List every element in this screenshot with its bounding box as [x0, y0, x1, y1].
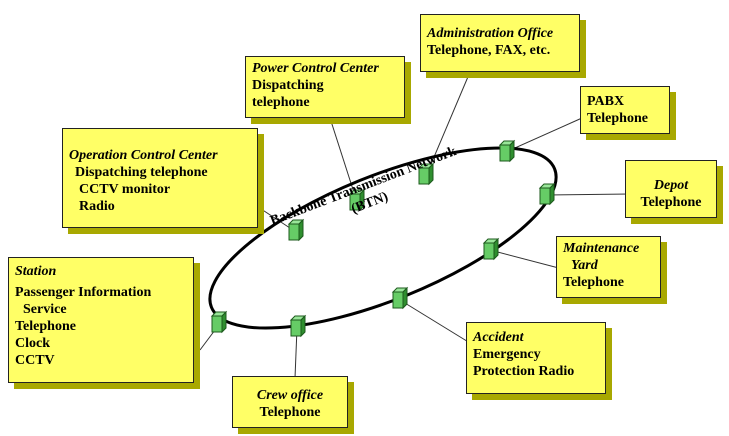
ring-nodes — [210, 139, 556, 338]
box-line: Telephone — [640, 195, 702, 210]
box-title: Power Control Center — [252, 61, 379, 76]
node-occ — [287, 218, 305, 242]
connector-pabx — [505, 117, 583, 153]
box-pabx: PABX Telephone — [580, 86, 670, 134]
box-maintenance-yard: Maintenance Yard Telephone — [556, 236, 661, 298]
box-line: Passenger Information — [15, 285, 152, 300]
box-administration-office: Administration Office Telephone, FAX, et… — [420, 14, 580, 72]
node-pabx — [498, 139, 516, 163]
box-line: Dispatching — [252, 78, 324, 93]
box-line: Emergency — [473, 347, 541, 362]
box-line: Telephone — [259, 405, 321, 420]
box-title: Station — [15, 264, 57, 279]
box-line: Telephone, FAX, etc. — [427, 43, 551, 58]
box-line: Telephone — [15, 319, 76, 334]
node-power — [348, 188, 366, 212]
box-subtitle: Yard — [571, 258, 598, 273]
box-line: Dispatching telephone — [75, 165, 208, 180]
box-crew-office: Crew office Telephone — [232, 376, 348, 428]
box-station: Station Passenger Information Service Te… — [8, 257, 194, 383]
connector-admin — [425, 71, 471, 177]
node-station — [210, 310, 228, 334]
box-title: Administration Office — [427, 26, 554, 41]
box-power-control-center: Power Control Center Dispatching telepho… — [245, 56, 405, 118]
connector-power — [329, 117, 358, 203]
box-line: Telephone — [563, 275, 624, 290]
box-operation-control-center: Operation Control Center Dispatching tel… — [62, 128, 258, 228]
box-line: CCTV — [15, 353, 55, 368]
node-depot — [538, 182, 556, 206]
box-title: Crew office — [256, 388, 324, 403]
box-line: PABX — [587, 94, 625, 109]
box-line: Telephone — [587, 111, 648, 126]
box-line: Service — [23, 302, 67, 317]
box-accident: Accident Emergency Protection Radio — [466, 322, 606, 394]
node-crew — [289, 314, 307, 338]
box-title: Maintenance — [563, 241, 640, 256]
node-admin — [417, 162, 435, 186]
connector-accident — [399, 299, 471, 344]
node-maintenance — [482, 237, 500, 261]
box-depot: Depot Telephone — [625, 160, 717, 218]
box-line: CCTV monitor — [79, 182, 171, 197]
box-line: Clock — [15, 336, 50, 351]
box-title: Depot — [653, 178, 689, 193]
node-accident — [391, 286, 409, 310]
connector-depot — [546, 193, 631, 196]
box-line: Protection Radio — [473, 364, 575, 379]
box-title: Operation Control Center — [69, 148, 218, 163]
box-line: telephone — [252, 95, 310, 110]
box-line: Radio — [79, 199, 115, 214]
box-title: Accident — [473, 330, 524, 345]
